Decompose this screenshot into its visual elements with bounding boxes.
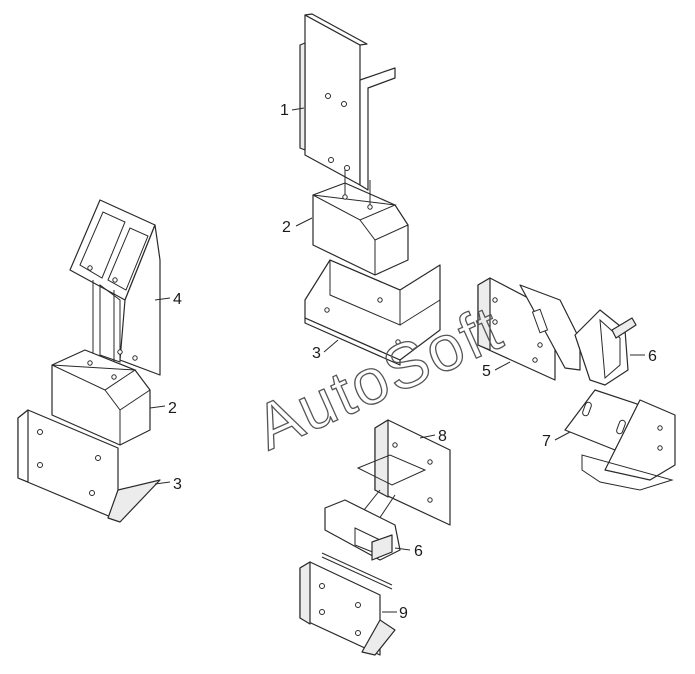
- part-3-base-bracket-center: [304, 259, 441, 366]
- callout-4: 4: [173, 291, 182, 308]
- callout-3-left: 3: [173, 476, 182, 493]
- part-9-mounting-plate: [299, 552, 396, 656]
- callout-8: 8: [438, 428, 447, 445]
- part-5-plate-with-tab: [477, 277, 581, 381]
- part-7-inclined-bracket: [564, 389, 676, 491]
- callout-5: 5: [482, 363, 491, 380]
- part-2-damping-block-center: [312, 170, 409, 276]
- callout-2-left: 2: [168, 400, 177, 417]
- part-4-channel-bracket: [69, 199, 161, 376]
- part-6-clip-bracket-bottom: [324, 499, 401, 561]
- callout-6-right: 6: [648, 348, 657, 365]
- callout-6-bottom: 6: [414, 543, 423, 560]
- callout-3-center: 3: [312, 345, 321, 362]
- part-6-clip-bracket-right: [574, 309, 637, 386]
- leader-lines: [149, 107, 645, 613]
- part-3-mounting-plate-left: [17, 409, 161, 523]
- callout-9: 9: [399, 605, 408, 622]
- callout-1: 1: [280, 102, 289, 119]
- part-1-bracket-plate: [299, 13, 396, 191]
- part-2-damping-block-left: [51, 349, 151, 446]
- callout-2-center: 2: [282, 219, 291, 236]
- part-8-plate-with-frame: [356, 419, 451, 526]
- callout-7: 7: [542, 433, 551, 450]
